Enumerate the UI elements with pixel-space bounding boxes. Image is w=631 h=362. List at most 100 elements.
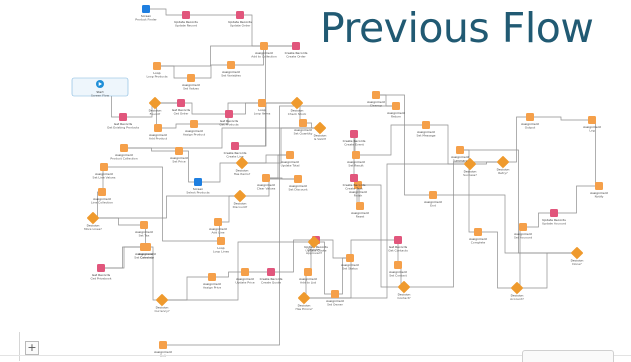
- flow-connector[interactable]: [433, 194, 577, 254]
- flow-connector[interactable]: [316, 239, 350, 259]
- flow-connector[interactable]: [157, 65, 191, 79]
- flow-connector[interactable]: [212, 271, 245, 278]
- flow-connector[interactable]: [218, 195, 240, 223]
- flow-connector[interactable]: [179, 150, 198, 183]
- flow-connector[interactable]: [242, 127, 320, 164]
- flow-connector[interactable]: [155, 102, 229, 115]
- flow-connector[interactable]: [146, 8, 186, 16]
- flow-connector[interactable]: [356, 124, 426, 156]
- zoom-controls[interactable]: [522, 350, 614, 362]
- flow-connector[interactable]: [93, 195, 240, 219]
- flow-connector[interactable]: [104, 166, 221, 242]
- flow-connector[interactable]: [404, 161, 503, 288]
- flow-connector[interactable]: [523, 212, 554, 228]
- flow-connector[interactable]: [101, 246, 144, 269]
- flow-connector[interactable]: [198, 162, 242, 183]
- flow-connector[interactable]: [478, 231, 517, 289]
- flow-connector[interactable]: [517, 252, 577, 289]
- flow-connector[interactable]: [358, 184, 404, 288]
- flow-connector[interactable]: [304, 163, 470, 299]
- flow-connector[interactable]: [530, 116, 592, 121]
- flow-connector[interactable]: [93, 217, 144, 226]
- flow-connector[interactable]: [191, 64, 231, 79]
- flow-connector[interactable]: [124, 147, 179, 152]
- flow-connector[interactable]: [157, 45, 264, 67]
- flow-connector[interactable]: [163, 105, 396, 346]
- flow-connector[interactable]: [503, 116, 530, 163]
- flow-connector[interactable]: [376, 94, 433, 196]
- flow-connector[interactable]: [162, 241, 314, 301]
- add-element-button[interactable]: +: [25, 341, 39, 355]
- flow-connector[interactable]: [235, 102, 297, 147]
- flow-connector[interactable]: [229, 102, 262, 115]
- flow-connector[interactable]: [124, 127, 320, 149]
- flow-connector[interactable]: [554, 185, 599, 214]
